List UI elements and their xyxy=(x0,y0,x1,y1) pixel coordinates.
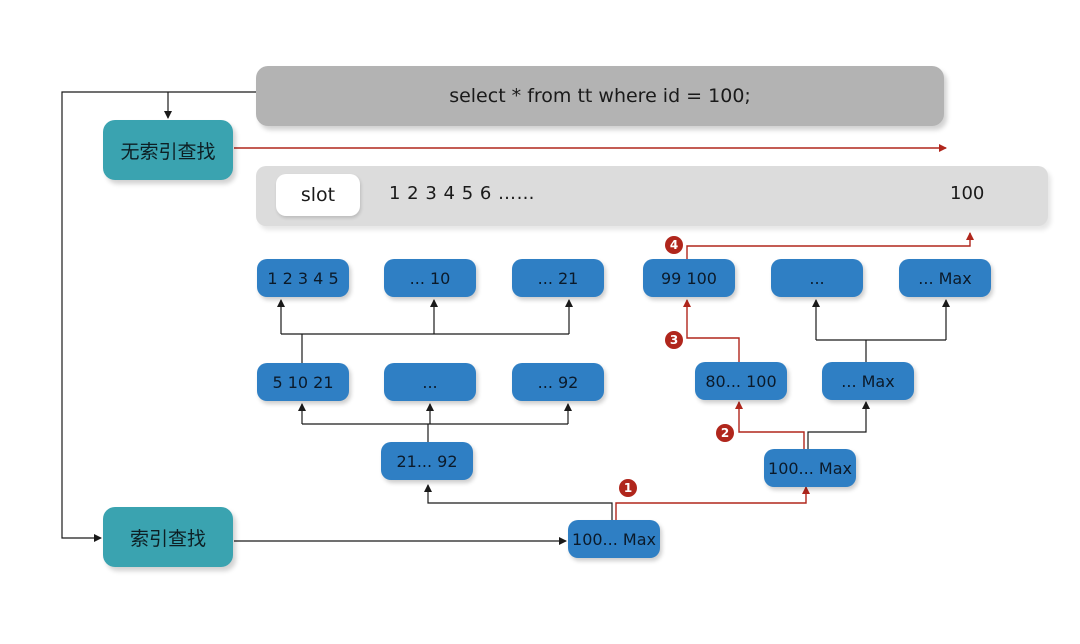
right-l2-node-1: 80... 100 xyxy=(695,362,787,400)
right-leaf-2: ... xyxy=(771,259,863,297)
left-leaf-1: 1 2 3 4 5 xyxy=(257,259,349,297)
step-marker-2: 2 xyxy=(716,424,734,442)
left-l2-node-2: ... xyxy=(384,363,476,401)
index-lookup-box: 索引查找 xyxy=(103,507,233,567)
root-to-right-l1 xyxy=(615,486,810,520)
slot-sequence: 1 2 3 4 5 6 …… xyxy=(389,183,536,204)
no-index-lookup-box: 无索引查找 xyxy=(103,120,233,180)
right-l1-to-l2-black xyxy=(807,401,870,449)
right-l1-node: 100... Max xyxy=(764,449,856,487)
left-l2-node-1: 5 10 21 xyxy=(257,363,349,401)
step4-path xyxy=(686,232,974,259)
step-marker-4: 4 xyxy=(665,236,683,254)
root-node: 100... Max xyxy=(568,520,660,558)
step-marker-3: 3 xyxy=(665,331,683,349)
slot-bar xyxy=(256,166,1048,226)
root-to-left-l1 xyxy=(424,484,613,520)
left-l1-node: 21... 92 xyxy=(381,442,473,480)
right-leaf-3: ... Max xyxy=(899,259,991,297)
left-l2-node-3: ... 92 xyxy=(512,363,604,401)
sql-to-lookups-line xyxy=(61,91,256,542)
left-l2-to-leaves xyxy=(281,333,569,363)
step-marker-1: 1 xyxy=(619,479,637,497)
left-l1-to-l2 xyxy=(302,423,568,442)
sql-query-bar: select * from tt where id = 100; xyxy=(256,66,944,126)
slot-end-value: 100 xyxy=(950,183,985,204)
step3-path xyxy=(683,299,740,362)
right-l2-node-2: ... Max xyxy=(822,362,914,400)
right-l1-to-l2-red xyxy=(735,401,805,449)
right-leaf-1: 99 100 xyxy=(643,259,735,297)
slot-label: slot xyxy=(276,174,360,216)
right-l2-to-leaves xyxy=(816,339,946,362)
left-leaf-2: ... 10 xyxy=(384,259,476,297)
left-leaf-3: ... 21 xyxy=(512,259,604,297)
